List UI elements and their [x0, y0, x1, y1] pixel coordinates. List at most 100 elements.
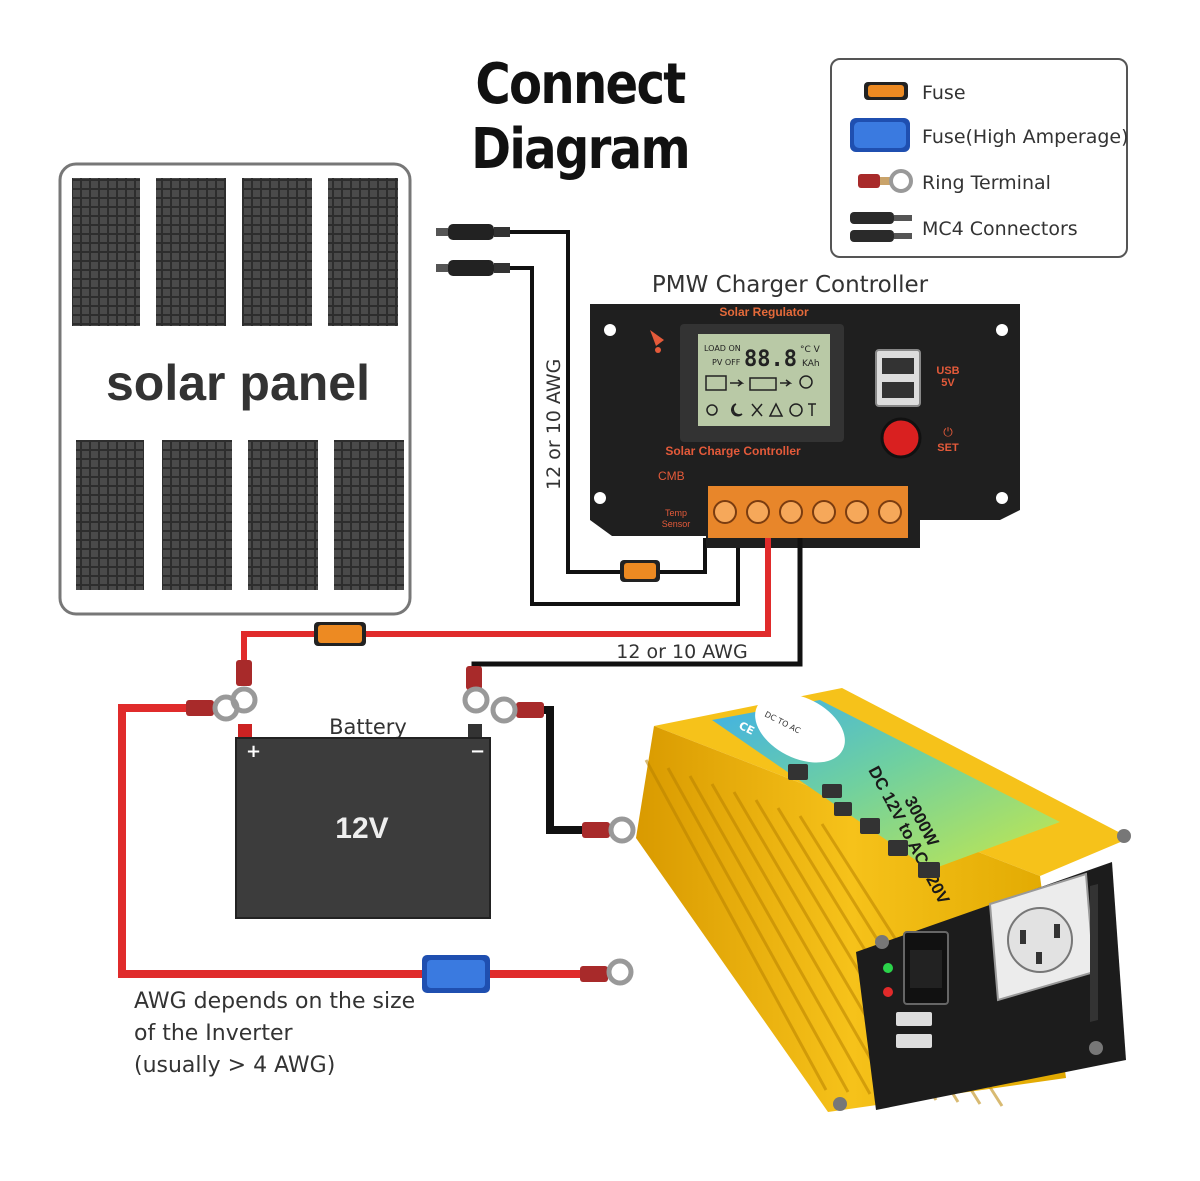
arrow-icon [730, 379, 745, 387]
lcd-screen [698, 334, 830, 426]
controller-caption: PMW Charger Controller [652, 272, 929, 298]
appliance-icon [834, 802, 852, 816]
lcd-units-bottom: KAh [802, 359, 820, 369]
legend-label: Ring Terminal [922, 172, 1051, 194]
appliance-icon [788, 764, 808, 780]
battery-caption: Battery [329, 715, 407, 739]
inverter-ce-mark: CE [737, 719, 757, 738]
battery-voltage: 12V [335, 812, 388, 845]
solar-module [76, 440, 144, 590]
regulator-text: Solar Regulator [719, 305, 809, 319]
legend: Fuse Fuse(High Amperage) Ring Terminal [830, 58, 1129, 258]
ring-terminals [186, 660, 636, 986]
positive-wire-inverter [118, 704, 582, 978]
status-led-red [883, 987, 893, 997]
warning-icon [768, 402, 784, 417]
solar-module [334, 440, 404, 590]
ring-terminal-icon [580, 958, 634, 986]
moon-icon [731, 403, 743, 417]
pv-wires [510, 230, 740, 606]
inverter-fuse [422, 955, 490, 993]
terminal-screw-icon [845, 500, 869, 524]
legend-label: Fuse [922, 82, 966, 104]
charge-controller: PMW Charger Controller Solar Regulator L… [590, 272, 1020, 548]
cmb-text: CMB [658, 469, 685, 483]
lcd-load-on: LOAD ON [704, 344, 741, 353]
pv-wire-1 [510, 230, 707, 574]
battery-wires [118, 538, 803, 978]
appliance-icon [822, 784, 842, 798]
pv-wire-2 [510, 266, 740, 606]
negative-wire-inverter [540, 706, 582, 834]
terminal-block [708, 486, 908, 538]
solar-module [72, 178, 140, 326]
usb-port[interactable] [882, 382, 914, 398]
solar-cells-top [72, 178, 398, 326]
screw-icon [875, 935, 889, 949]
mc4-connector-icon [436, 224, 510, 240]
usb-label: USB [936, 365, 959, 377]
set-label: SET [937, 442, 959, 454]
solar-status-icon [650, 330, 664, 346]
temp-text: Temp [665, 508, 687, 518]
solar-module [156, 178, 226, 326]
positive-wire-controller-battery [241, 538, 771, 664]
mc4-connector-icon [850, 212, 912, 242]
inverter: DC TO AC CE DC 12V to AC 220V 3000W [636, 688, 1131, 1112]
solar-panel-frame [58, 162, 412, 616]
inverter-rib [688, 775, 872, 1095]
solar-panel-label: solar panel [106, 355, 370, 411]
battery-positive-post [238, 724, 252, 740]
battery-plus: + [246, 741, 261, 762]
screw-icon [833, 1097, 847, 1111]
sensor-text: Sensor [662, 519, 691, 529]
inverter-rib [644, 759, 828, 1091]
tool-icon [751, 403, 763, 417]
power-icon: ⏻ [943, 425, 953, 439]
pv-fuse [620, 560, 660, 582]
lcd-pv-off: PV OFF [712, 358, 741, 367]
appliance-icon [918, 862, 940, 878]
battery-negative-post [468, 724, 482, 740]
ring-terminal-icon [186, 694, 240, 722]
usb-port[interactable] [882, 358, 914, 374]
high-amperage-fuse-icon [850, 118, 910, 152]
usb-port[interactable] [896, 1012, 932, 1026]
screw-icon [1089, 1041, 1103, 1055]
lcd-digits: 88.8 [744, 347, 797, 372]
terminal-screw-icon [878, 500, 902, 524]
appliance-icons [788, 764, 940, 878]
temperature-icon [808, 403, 816, 416]
inverter-sticker [755, 693, 845, 763]
set-button[interactable] [880, 417, 922, 459]
mc4-connector-icon [436, 260, 510, 276]
terminal-screws [713, 500, 902, 524]
battery-icon [749, 377, 777, 391]
battery-body [235, 737, 491, 919]
solar-module [242, 178, 312, 326]
ring-terminal-icon [858, 169, 913, 193]
appliance-icon [888, 840, 908, 856]
bulb-icon [799, 375, 813, 389]
solar-module [328, 178, 398, 326]
battery: Battery + − 12V [235, 715, 491, 919]
ring-terminal-icon [462, 666, 490, 714]
wire-gauge-label-vertical: 12 or 10 AWG [543, 359, 565, 490]
lcd-units-top: °C V [800, 345, 821, 355]
terminal-screw-icon [746, 500, 770, 524]
usb-port[interactable] [896, 1034, 932, 1048]
terminal-screw-icon [812, 500, 836, 524]
inverter-wire-note: AWG depends on the size of the Inverter … [134, 989, 415, 1078]
arrow-icon [780, 379, 793, 387]
lcd-icons [705, 375, 816, 417]
sun-icon [706, 404, 718, 416]
fuse-icon [864, 82, 908, 100]
status-led-green [883, 963, 893, 973]
ring-terminal-icon [582, 816, 636, 844]
inverter-rib [710, 783, 894, 1097]
usb-voltage-label: 5V [941, 377, 955, 389]
legend-item-ring-terminal: Ring Terminal [832, 162, 1126, 202]
legend-item-fuse: Fuse [832, 72, 1126, 112]
